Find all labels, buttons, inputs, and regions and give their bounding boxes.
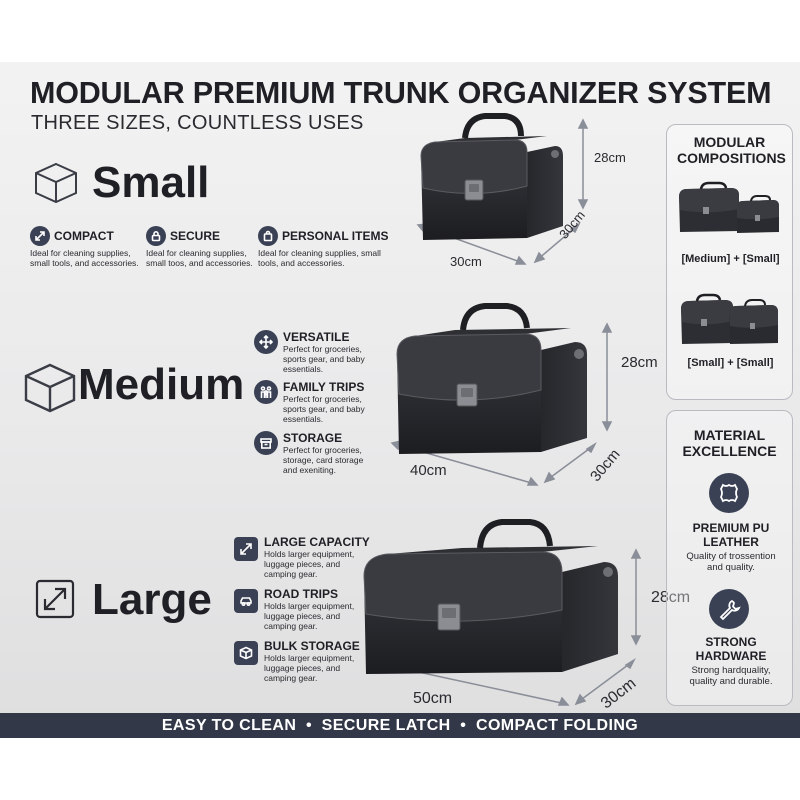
small-organizer-image (416, 113, 589, 265)
feature-desc: Perfect for groceries, storage, card sto… (283, 445, 364, 475)
small-width-label: 30cm (450, 254, 482, 269)
feature-title: BULK STORAGE (264, 639, 360, 653)
feature-title: FAMILY TRIPS (283, 380, 365, 394)
feature-desc: Ideal for cleaning supplies, small toos,… (146, 248, 253, 268)
expand-arrows-icon (234, 537, 258, 561)
material-item-desc: Strong hardquality, quality and durable. (689, 665, 773, 687)
medium-width-label: 40cm (410, 462, 447, 479)
medium-height-label: 28cm (621, 354, 658, 371)
feature-desc: Holds larger equipment, luggage pieces, … (264, 549, 355, 579)
small-feature-personal-items: PERSONAL ITEMS Ideal for cleaning suppli… (258, 226, 388, 268)
small-size-name: Small (92, 158, 210, 207)
move-arrows-icon (254, 330, 278, 354)
feature-desc: Perfect for groceries, sports gear, and … (283, 394, 365, 424)
bag-icon (258, 226, 278, 246)
medium-feature-versatile: VERSATILE Perfect for groceries, sports … (254, 330, 384, 374)
feature-title: ROAD TRIPS (264, 587, 339, 601)
feature-desc: Holds larger equipment, luggage pieces, … (264, 601, 355, 631)
medium-box-icon (24, 363, 76, 413)
page-title: MODULAR PREMIUM TRUNK ORGANIZER SYSTEM (30, 76, 772, 110)
large-feature-large-capacity: LARGE CAPACITY Holds larger equipment, l… (234, 535, 374, 579)
modular-panel-title: MODULAR COMPOSITIONS (677, 134, 786, 166)
large-height-label: 28cm (651, 589, 691, 606)
feature-title: LARGE CAPACITY (264, 535, 370, 549)
top-band (0, 0, 800, 62)
combo-caption: [Small] + [Small] (687, 357, 774, 369)
footer-text: EASY TO CLEAN • SECURE LATCH • COMPACT F… (161, 716, 639, 734)
family-icon (254, 380, 278, 404)
feature-title: STORAGE (283, 431, 343, 445)
medium-feature-family-trips: FAMILY TRIPS Perfect for groceries, spor… (254, 380, 384, 424)
feature-desc: Ideal for cleaning supplies, small tools… (30, 248, 139, 268)
medium-feature-storage: STORAGE Perfect for groceries, storage, … (254, 431, 384, 475)
wrench-icon (709, 589, 749, 629)
medium-organizer-image (390, 303, 613, 486)
material-item-title: STRONG HARDWARE (695, 635, 767, 663)
large-expand-icon (35, 579, 75, 619)
box-icon (234, 641, 258, 665)
combo-caption: [Medium] + [Small] (681, 253, 780, 265)
expand-arrows-icon (30, 226, 50, 246)
footer-bar: EASY TO CLEAN • SECURE LATCH • COMPACT F… (0, 713, 800, 738)
large-size-name: Large (92, 575, 212, 624)
feature-title: COMPACT (54, 229, 114, 243)
large-feature-road-trips: ROAD TRIPS Holds larger equipment, lugga… (234, 587, 374, 631)
feature-desc: Ideal for cleaning supplies, small tools… (258, 248, 381, 268)
large-width-label: 50cm (413, 690, 453, 707)
page-subtitle: THREE SIZES, COUNTLESS USES (31, 112, 364, 134)
material-excellence-panel: MATERIAL EXCELLENCE PREMIUM PU LEATHER Q… (666, 410, 793, 706)
feature-title: PERSONAL ITEMS (282, 229, 389, 243)
small-feature-compact: COMPACT Ideal for cleaning supplies, sma… (30, 226, 148, 268)
small-height-label: 28cm (594, 150, 626, 165)
lock-icon (146, 226, 166, 246)
material-panel-title: MATERIAL EXCELLENCE (682, 427, 777, 459)
material-item-desc: Quality of trossention and quality. (686, 551, 776, 573)
medium-small-combo-image (679, 181, 779, 233)
feature-title: VERSATILE (283, 330, 350, 344)
feature-title: SECURE (170, 229, 221, 243)
small-small-combo-image (681, 293, 778, 344)
material-item-title: PREMIUM PU LEATHER (692, 521, 770, 549)
medium-size-name: Medium (78, 360, 245, 409)
feature-desc: Perfect for groceries, sports gear, and … (283, 344, 365, 374)
bottom-band (0, 738, 800, 800)
small-box-icon (35, 162, 77, 204)
large-organizer-image (363, 519, 642, 706)
modular-compositions-panel: MODULAR COMPOSITIONS [Medium] + [Small] … (666, 124, 793, 400)
feature-desc: Holds larger equipment, luggage pieces, … (264, 653, 355, 683)
storage-box-icon (254, 431, 278, 455)
leather-hide-icon (709, 473, 749, 513)
car-icon (234, 589, 258, 613)
small-feature-secure: SECURE Ideal for cleaning supplies, smal… (146, 226, 258, 268)
large-feature-bulk-storage: BULK STORAGE Holds larger equipment, lug… (234, 639, 374, 683)
